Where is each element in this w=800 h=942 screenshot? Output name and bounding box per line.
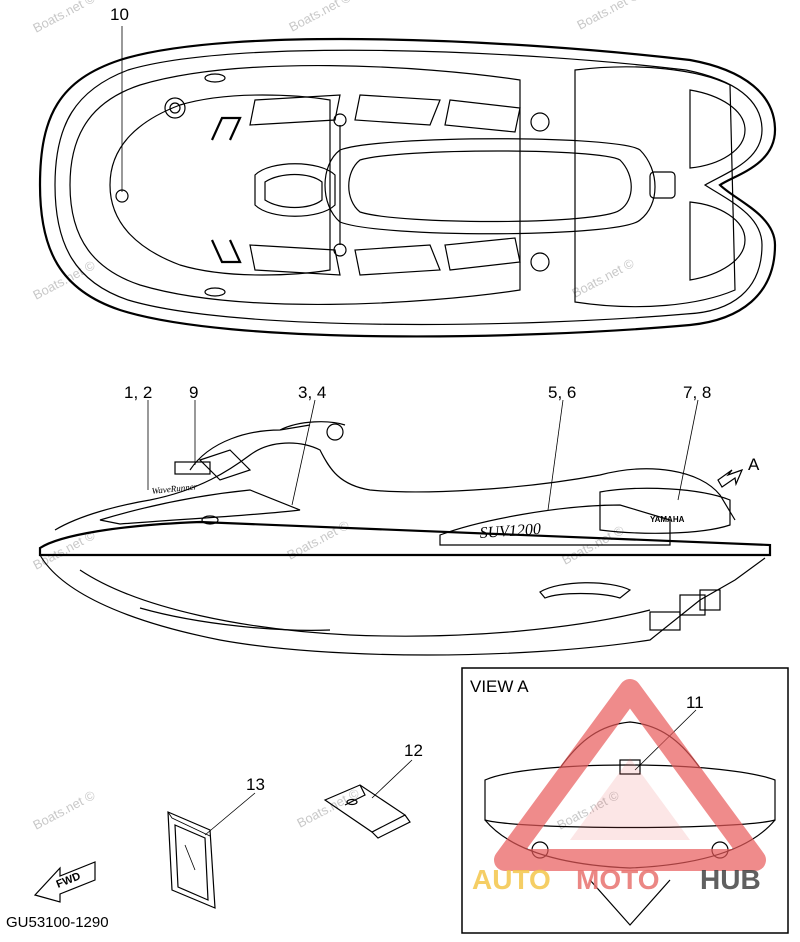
watermark: Boats.net ©	[30, 0, 98, 36]
view-a-panel: VIEW A	[461, 667, 789, 934]
callout-10: 10	[110, 5, 129, 24]
watermark: Boats.net ©	[569, 255, 637, 300]
model-decal-text: SUV1200	[479, 521, 541, 542]
yamaha-decal-text: YAMAHA	[650, 515, 685, 524]
callouts: 10 1, 2 9 3, 4 5, 6 7, 8 A 11 12 13	[110, 5, 760, 794]
callout-12: 12	[404, 741, 423, 760]
watermark: Boats.net ©	[30, 787, 98, 832]
item-13-sticker	[167, 811, 216, 909]
fwd-label: FWD	[55, 870, 83, 891]
callout-13: 13	[246, 775, 265, 794]
watermark: Boats.net ©	[286, 0, 354, 35]
callout-7-8: 7, 8	[683, 383, 711, 402]
view-a-arrow-icon	[717, 468, 744, 488]
brand-logo: AUTO MOTO HUB	[472, 864, 761, 895]
callout-a: A	[748, 455, 760, 474]
side-view-hull: WaveRunner YAMAHA SUV1200	[38, 421, 772, 656]
callout-5-6: 5, 6	[548, 383, 576, 402]
callout-11: 11	[686, 693, 704, 712]
top-view-hull	[38, 37, 777, 338]
view-a-title: VIEW A	[470, 677, 529, 696]
item-12-pouch	[323, 784, 411, 839]
watermark: Boats.net ©	[574, 0, 642, 33]
callout-9: 9	[189, 383, 198, 402]
brand-part1: AUTO	[472, 864, 551, 895]
fwd-arrow-icon: FWD	[33, 861, 96, 903]
leader-lines	[121, 26, 699, 836]
callout-1-2: 1, 2	[124, 383, 152, 402]
brand-part3: HUB	[700, 864, 761, 895]
part-code: GU53100-1290	[6, 914, 109, 931]
callout-3-4: 3, 4	[298, 383, 326, 402]
waverunner-decal-text: WaveRunner	[151, 481, 198, 496]
watermark: Boats.net ©	[294, 785, 362, 830]
brand-part2: MOTO	[576, 864, 659, 895]
